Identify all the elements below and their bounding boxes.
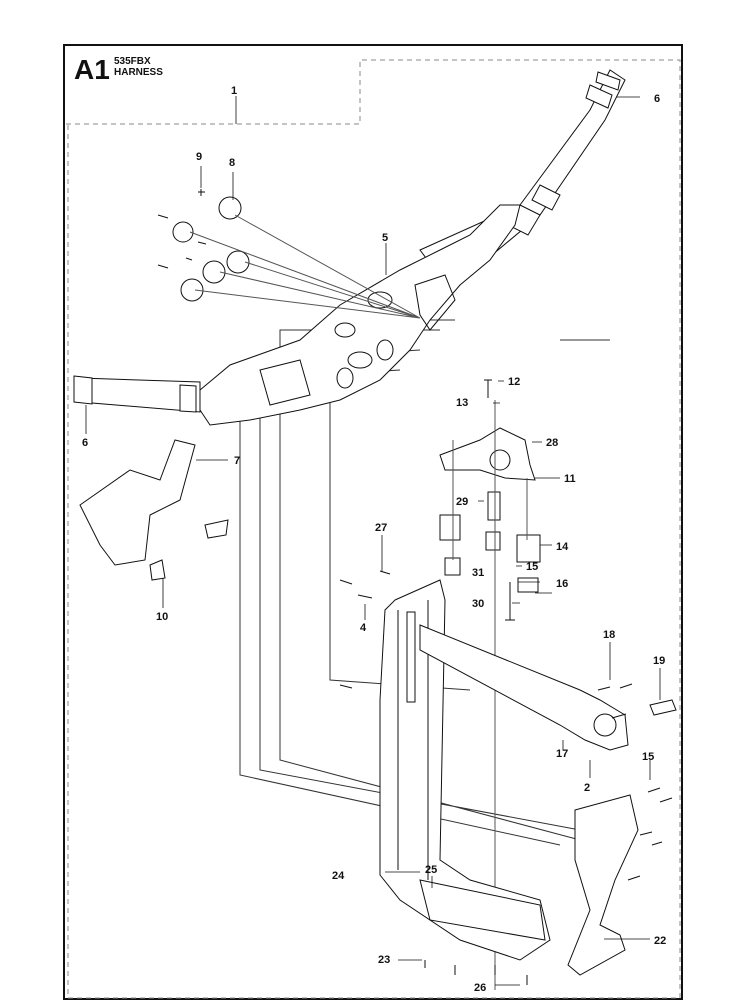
strap-keeper <box>179 384 197 413</box>
screw-12 <box>484 379 492 398</box>
section-id: A1 <box>74 54 110 85</box>
callout-label: 15 <box>526 561 538 573</box>
model-label: 535FBX <box>114 56 151 67</box>
hinge-22 <box>567 794 639 976</box>
pad-hole <box>376 339 394 361</box>
spring-plate-11 <box>439 427 536 481</box>
callout-label: 11 <box>564 473 576 485</box>
pad-hole <box>347 351 373 369</box>
callout-label: 8 <box>229 157 235 169</box>
callout-label: 13 <box>456 397 468 409</box>
thread-line <box>189 214 421 319</box>
spring <box>439 514 461 541</box>
clip-10 <box>149 559 166 581</box>
callout-label: 30 <box>472 598 484 610</box>
arm-pivot <box>593 713 617 737</box>
callout-label: 25 <box>425 864 437 876</box>
bolt-30 <box>505 582 515 621</box>
plate-hub <box>489 449 511 471</box>
spring-29 <box>487 491 501 521</box>
callout-label: 14 <box>556 541 569 553</box>
callout-label: 9 <box>196 151 202 163</box>
leader <box>85 96 661 986</box>
pad-hole <box>336 367 354 389</box>
callout-label: 18 <box>603 629 615 641</box>
callout-label: 15 <box>642 751 654 763</box>
pad-hole <box>367 291 393 309</box>
pad-window <box>414 274 456 331</box>
callout-label: 16 <box>556 578 568 590</box>
callout-label: 10 <box>156 611 168 623</box>
arm-17 <box>419 624 629 751</box>
callout-label: 1 <box>231 85 237 97</box>
washer <box>202 260 226 284</box>
callout-label: 4 <box>360 622 367 634</box>
callout-label: 28 <box>546 437 558 449</box>
callout-label: 23 <box>378 954 390 966</box>
screw-19 <box>649 699 677 716</box>
callout-label: 24 <box>332 870 345 882</box>
spring-14 <box>516 534 541 563</box>
strap-buckle-top <box>585 71 621 109</box>
callout-label: 12 <box>508 376 520 388</box>
washer <box>226 250 250 274</box>
callout-label: 7 <box>234 455 240 467</box>
callout-label: 19 <box>653 655 665 667</box>
pad-hole <box>334 322 356 338</box>
callout-label: 29 <box>456 496 468 508</box>
assembly-boundary <box>66 59 681 999</box>
callout-label: 17 <box>556 748 568 760</box>
pad-window <box>259 359 311 406</box>
waist-buckle <box>73 375 93 405</box>
screw-group <box>339 570 673 985</box>
screw <box>157 214 207 269</box>
washer-8 <box>218 196 242 220</box>
callout-label: 6 <box>82 437 88 449</box>
group-label: HARNESS <box>114 67 163 78</box>
washer <box>172 221 194 243</box>
clip <box>204 519 229 539</box>
callout-label: 27 <box>375 522 387 534</box>
hole-column <box>406 611 416 703</box>
callout-label: 2 <box>584 782 590 794</box>
harness-pad <box>199 204 521 426</box>
drawing-frame <box>63 44 683 1000</box>
callout-label: 26 <box>474 982 486 994</box>
bracket-7 <box>79 439 196 566</box>
callout-label: 31 <box>472 567 484 579</box>
callout-label: 22 <box>654 935 666 947</box>
callout-label: 6 <box>654 93 660 105</box>
screw-9 <box>198 189 205 196</box>
washer <box>180 278 204 302</box>
frame-plate <box>419 879 546 941</box>
guide-lines <box>239 319 610 846</box>
callout-label: 5 <box>382 232 388 244</box>
